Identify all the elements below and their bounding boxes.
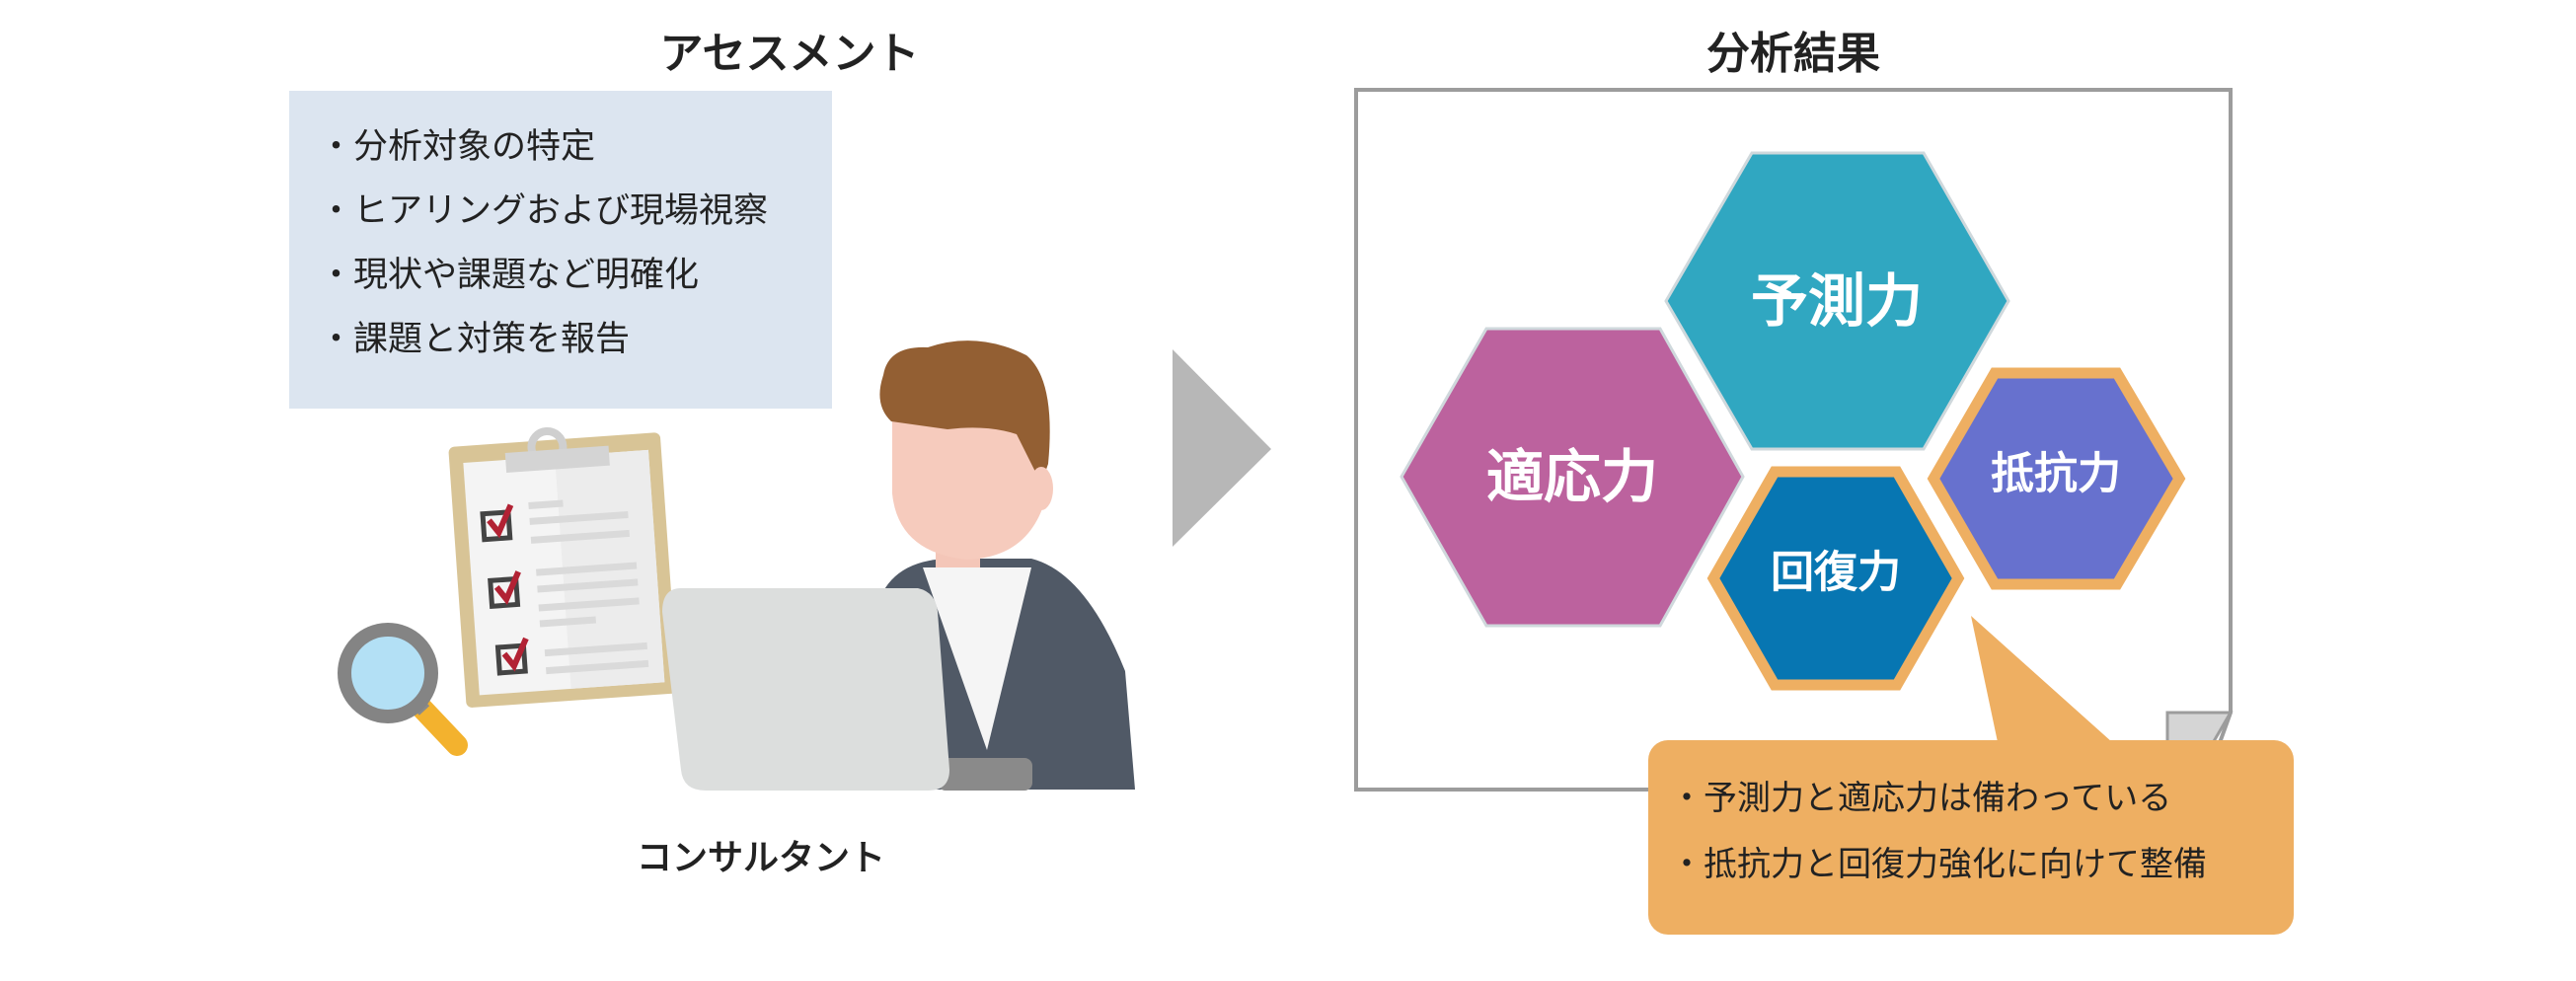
hexagon-adaptive: 適応力 bbox=[1400, 327, 1745, 628]
task-item: 課題と対策を報告 bbox=[319, 323, 768, 387]
task-item: ヒアリングおよび現場視察 bbox=[319, 194, 768, 259]
hexagon-resistance: 抵抗力 bbox=[1927, 367, 2186, 590]
callout-tail bbox=[1971, 616, 2112, 742]
result-title: 分析結果 bbox=[1706, 29, 1880, 79]
result-callout: 予測力と適応力は備わっている 抵抗力と回復力強化に向けて整備 bbox=[1648, 740, 2294, 935]
hexagon-predictive: 予測力 bbox=[1664, 151, 2010, 451]
callout-item: 予測力と適応力は備わっている bbox=[1670, 782, 2207, 848]
hexagon-label: 予測力 bbox=[1751, 267, 1923, 335]
assessment-task-box: 分析対象の特定 ヒアリングおよび現場視察 現状や課題など明確化 課題と対策を報告 bbox=[289, 91, 832, 409]
hexagon-label: 適応力 bbox=[1486, 443, 1658, 510]
arrow-right-icon bbox=[1173, 349, 1271, 547]
task-item: 現状や課題など明確化 bbox=[319, 259, 768, 323]
hexagon-label: 回復力 bbox=[1771, 548, 1901, 598]
task-item: 分析対象の特定 bbox=[319, 130, 768, 194]
hexagon-label: 抵抗力 bbox=[1991, 449, 2121, 499]
hexagon-recovery: 回復力 bbox=[1706, 466, 1965, 691]
consultant-illustration bbox=[662, 340, 1135, 791]
assessment-title: アセスメント bbox=[659, 29, 920, 79]
consultant-label: コンサルタント bbox=[636, 838, 886, 878]
magnifier-icon bbox=[338, 623, 468, 756]
clipboard-icon bbox=[448, 426, 678, 708]
callout-item: 抵抗力と回復力強化に向けて整備 bbox=[1670, 848, 2207, 914]
